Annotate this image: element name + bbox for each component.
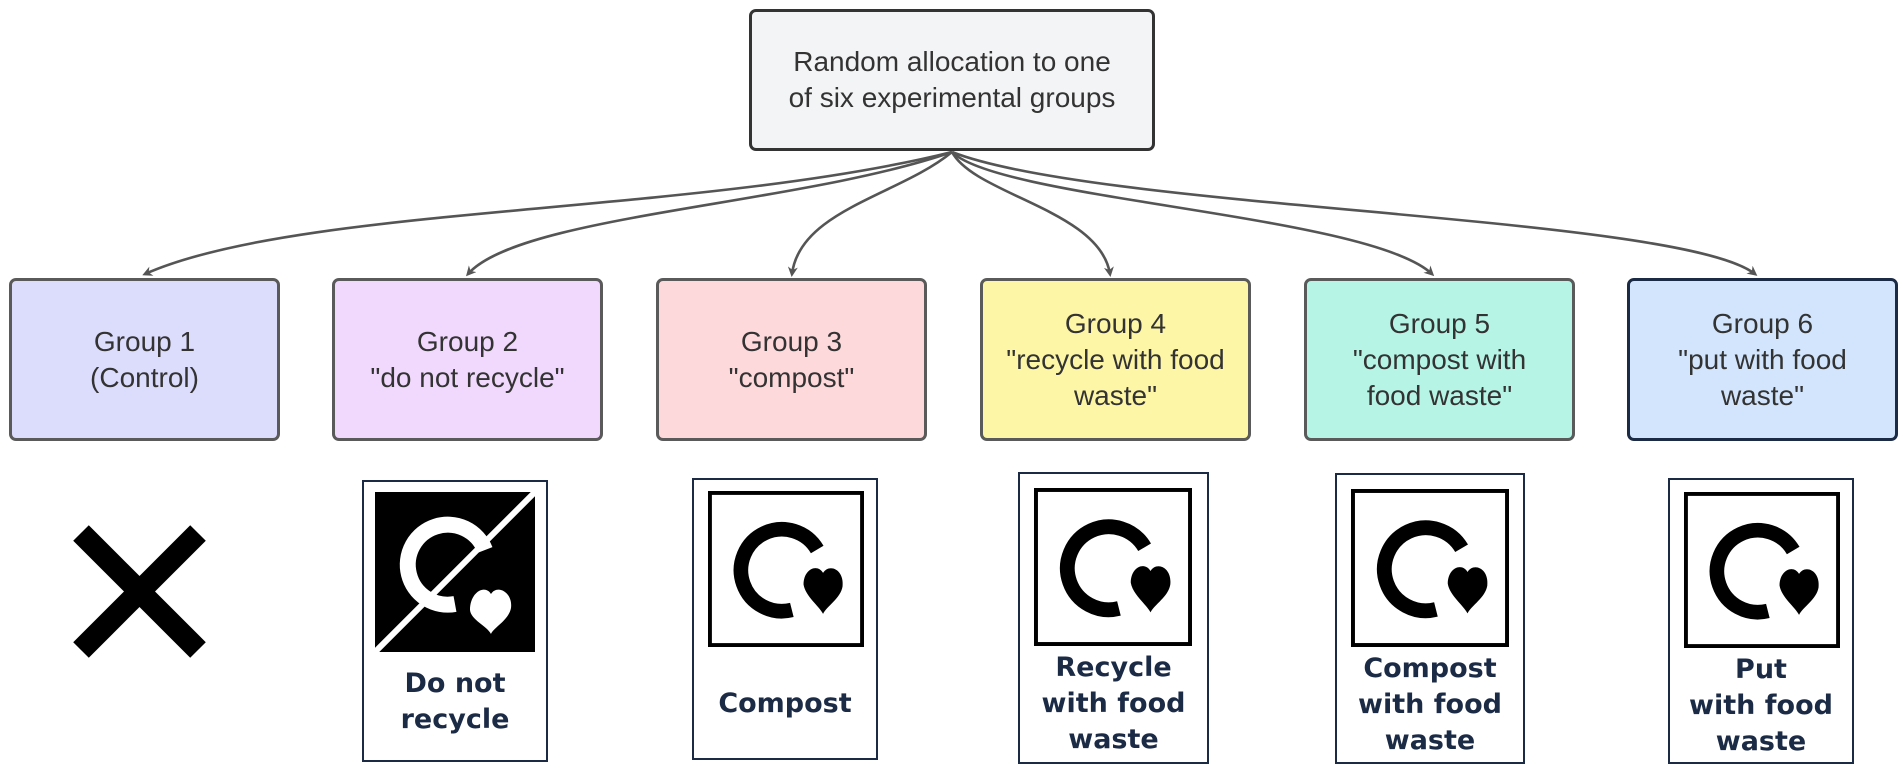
group-6-line: Group 6 <box>1711 307 1814 339</box>
root-node-line: of six experimental groups <box>788 82 1116 113</box>
group-4-line: Group 4 <box>1064 307 1167 339</box>
compost-with-food-waste-caption: Compost with food waste <box>1337 651 1523 759</box>
group-2-node: Group 2 "do not recycle" <box>332 278 603 441</box>
put-with-food-waste-caption-line: waste <box>1715 726 1807 757</box>
connector-group-5 <box>951 151 1435 277</box>
root-node-line: Random allocation to one <box>793 46 1111 77</box>
group-1-line: (Control) <box>90 361 199 393</box>
put-with-food-waste-icon <box>1684 492 1840 648</box>
compost-with-food-waste-caption-line: with food <box>1358 689 1502 720</box>
group-4-node: Group 4 "recycle with food waste" <box>980 278 1251 441</box>
group-5-line: Group 5 <box>1388 307 1491 339</box>
compost-caption-line: Compost <box>718 688 852 719</box>
recycle-with-food-waste-caption-line: Recycle <box>1055 652 1172 683</box>
group-1-node: Group 1 (Control) <box>9 278 280 441</box>
connector-group-2 <box>466 150 953 277</box>
group-6-line: waste" <box>1720 379 1805 411</box>
compost-with-food-waste-caption-line: waste <box>1384 725 1476 756</box>
put-with-food-waste-label: Put with food waste <box>1668 478 1854 764</box>
compost-with-food-waste-icon <box>1351 489 1509 647</box>
group-3-line: "compost" <box>728 361 855 393</box>
put-with-food-waste-caption-line: Put <box>1735 654 1787 685</box>
compost-caption: Compost <box>694 686 876 722</box>
do-not-recycle-label: Do not recycle <box>362 480 548 762</box>
group-2-line: Group 2 <box>416 325 519 357</box>
compost-label: Compost <box>692 478 878 760</box>
connector-group-4 <box>950 151 1114 277</box>
do-not-recycle-caption-line: recycle <box>400 704 510 735</box>
recycle-with-food-waste-label: Recycle with food waste <box>1018 472 1209 764</box>
group-4-line: waste" <box>1073 379 1158 411</box>
group-6-line: "put with food <box>1678 343 1847 375</box>
cross-icon <box>73 525 206 658</box>
compost-with-food-waste-caption-line: Compost <box>1363 653 1497 684</box>
recycle-with-food-waste-icon <box>1034 488 1192 646</box>
root-node: Random allocation to one of six experime… <box>749 9 1155 151</box>
put-with-food-waste-caption: Put with food waste <box>1670 652 1852 760</box>
connector-group-3 <box>787 150 953 277</box>
group-2-line: "do not recycle" <box>370 361 565 393</box>
group-3-line: Group 3 <box>740 325 843 357</box>
recycle-with-food-waste-caption-line: with food <box>1041 688 1186 719</box>
recycle-with-food-waste-caption: Recycle with food waste <box>1020 650 1207 758</box>
do-not-recycle-caption: Do not recycle <box>364 666 546 738</box>
do-not-recycle-caption-line: Do not <box>404 668 506 699</box>
connector-group-6 <box>951 150 1758 276</box>
group-5-line: "compost with <box>1352 343 1527 375</box>
compost-icon <box>708 491 864 647</box>
group-1-line: Group 1 <box>93 325 196 357</box>
do-not-recycle-icon <box>375 492 535 652</box>
compost-with-food-waste-label: Compost with food waste <box>1335 473 1525 764</box>
group-3-node: Group 3 "compost" <box>656 278 927 441</box>
group-5-node: Group 5 "compost with food waste" <box>1304 278 1575 441</box>
group-6-node: Group 6 "put with food waste" <box>1627 278 1898 441</box>
group-5-line: food waste" <box>1366 379 1513 411</box>
recycle-with-food-waste-caption-line: waste <box>1068 724 1159 755</box>
connector-group-1 <box>142 150 953 276</box>
put-with-food-waste-caption-line: with food <box>1689 690 1833 721</box>
group-4-line: "recycle with food <box>1006 343 1225 375</box>
